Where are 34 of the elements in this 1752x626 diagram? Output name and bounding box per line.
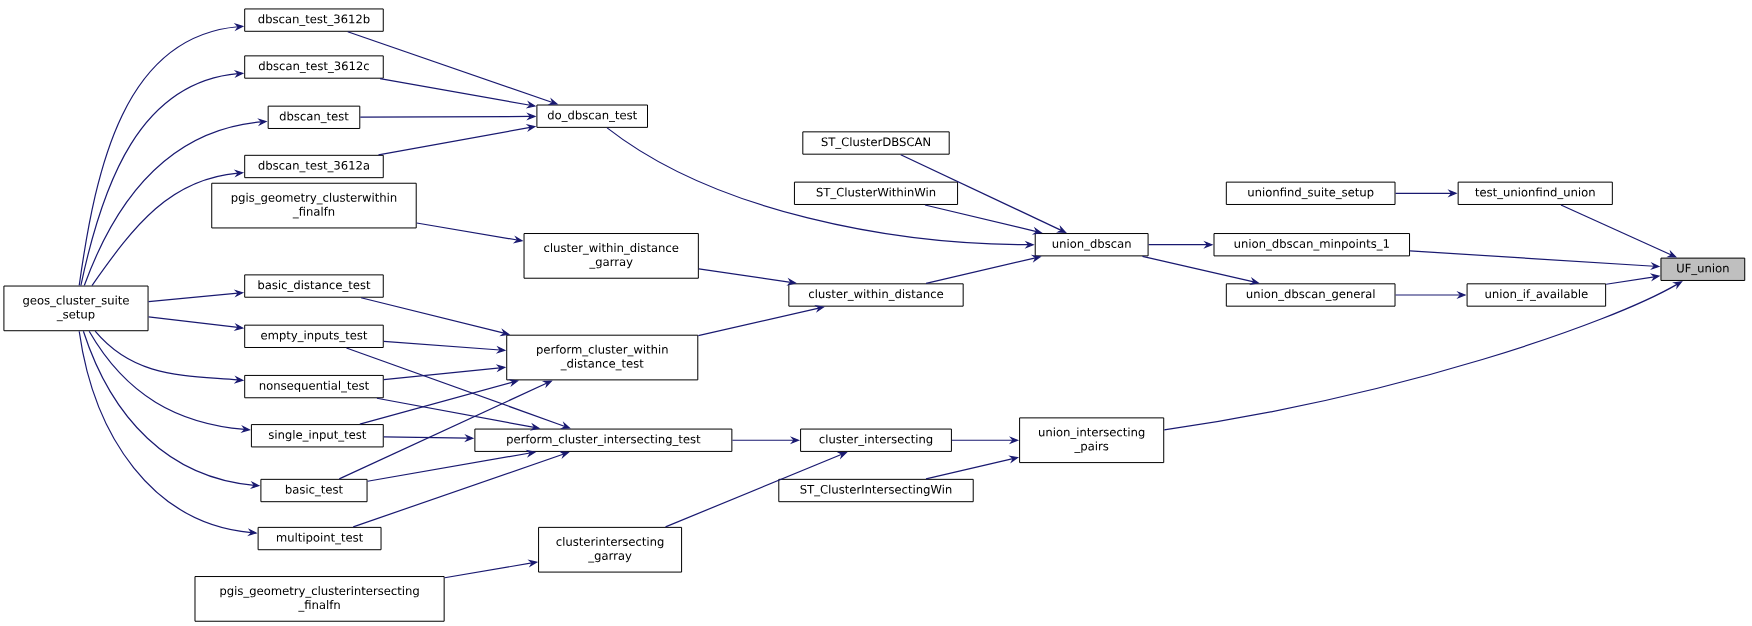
function-box: pgis_geometry_clusterintersecting _finalfn — [194, 576, 445, 622]
function-box: UF_union — [1660, 257, 1746, 282]
function-box: geos_cluster_suite _setup — [3, 285, 149, 332]
function-box: clusterintersecting _garray — [538, 527, 683, 573]
function-box: cluster_within_distance _garray — [523, 233, 699, 279]
arrow — [1163, 281, 1683, 431]
arrow — [900, 154, 1067, 234]
function-box: do_dbscan_test — [536, 104, 648, 128]
function-box: union_dbscan_general — [1225, 283, 1396, 307]
function-box: union_intersecting _pairs — [1019, 417, 1165, 464]
function-box: cluster_intersecting — [800, 428, 952, 453]
function-box: single_input_test — [250, 424, 384, 448]
function-box: union_dbscan — [1034, 233, 1149, 257]
function-box: pgis_geometry_clusterwithin _finalfn — [211, 182, 417, 229]
function-box: perform_cluster_intersecting_test — [474, 428, 733, 453]
function-box: union_dbscan_minpoints_1 — [1213, 233, 1411, 257]
function-box: basic_test — [260, 479, 368, 503]
function-box: ST_ClusterDBSCAN — [802, 131, 950, 155]
function-box: dbscan_test_3612b — [244, 8, 384, 32]
function-box: dbscan_test — [267, 105, 361, 130]
function-box: multipoint_test — [257, 527, 382, 551]
function-box: dbscan_test_3612a — [244, 154, 384, 179]
function-box: union_if_available — [1466, 283, 1607, 307]
arrow — [698, 268, 797, 286]
function-box: ST_ClusterIntersectingWin — [778, 479, 974, 503]
function-box: basic_distance_test — [244, 274, 384, 298]
function-box: cluster_within_distance — [788, 283, 964, 307]
function-box: nonsequential_test — [244, 375, 384, 399]
function-box: test_unionfind_union — [1457, 181, 1613, 206]
function-box: empty_inputs_test — [244, 324, 384, 349]
function-box: ST_ClusterWithinWin — [793, 181, 959, 206]
function-box: perform_cluster_within _distance_test — [506, 334, 699, 381]
function-box: dbscan_test_3612c — [244, 55, 384, 79]
function-box: unionfind_suite_setup — [1225, 181, 1396, 206]
